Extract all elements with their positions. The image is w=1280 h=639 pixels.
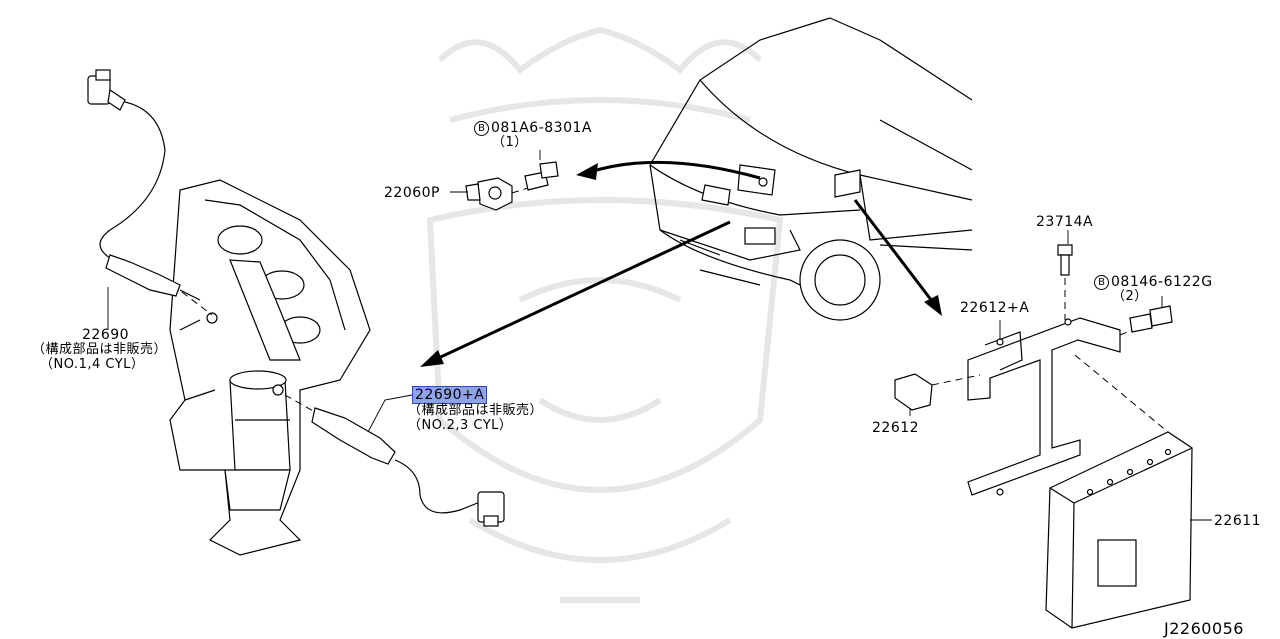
part-label-22612-a[interactable]: 22612+A [960,300,1030,316]
part-qty-081a6-8301a: （1） [492,135,528,150]
ecm-module-drawing [1045,354,1193,629]
knock-sensor-drawing [465,150,559,211]
part-note-22690-a: （構成部品は非販売） [408,403,544,418]
part-spec-22690-a: （NO.2,3 CYL） [408,418,513,433]
watermark-emblem [426,26,784,603]
part-label-22690-a[interactable]: 22690+A [412,386,488,404]
pointer-arrows [420,160,942,367]
part-label-22612[interactable]: 22612 [872,420,920,436]
oxygen-sensor-upper-drawing [87,69,213,330]
oxygen-sensor-lower-drawing [284,394,505,527]
part-label-23714a[interactable]: 23714A [1036,214,1094,230]
part-number-081a6-8301a: 081A6-8301A [491,120,592,136]
leader-lines [450,191,1212,521]
exhaust-manifold-drawing [169,179,371,556]
bolt-b-marker: B [474,121,489,136]
part-number-08146-6122g: 08146-6122G [1111,274,1213,290]
part-label-22611[interactable]: 22611 [1214,513,1262,529]
part-label-22690[interactable]: 22690 [82,327,130,343]
bolt-b-marker: B [1094,275,1109,290]
part-note-22690: （構成部品は非販売） [32,342,168,357]
ecm-bolt-drawing [1057,244,1173,336]
vehicle-front-drawing [649,17,973,321]
part-label-22060p[interactable]: 22060P [384,185,440,201]
diagram-code: J2260056 [1164,619,1244,638]
part-spec-22690: （NO.1,4 CYL） [40,357,145,372]
ecm-bracket-drawing [894,317,1121,496]
part-qty-08146-6122g: （2） [1112,289,1148,304]
